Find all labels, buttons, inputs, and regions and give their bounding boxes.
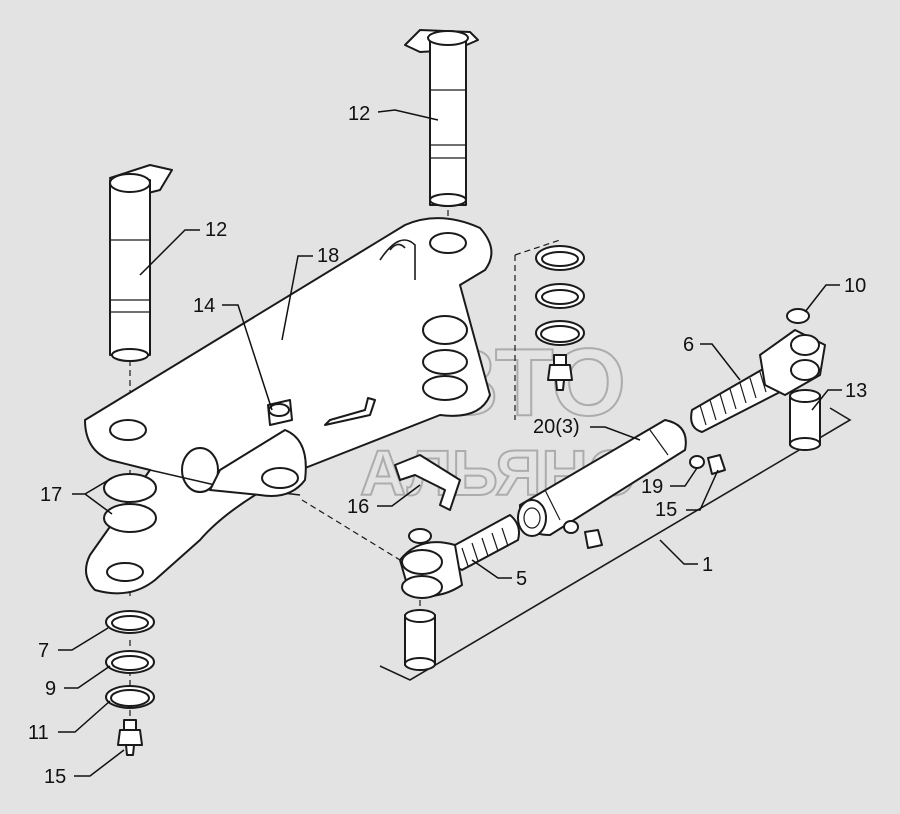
callout-6: 6 <box>683 334 694 356</box>
rod-end-6 <box>690 329 826 433</box>
callout-12-upper: 12 <box>348 103 370 125</box>
tube-20 <box>517 419 687 537</box>
assembly-boundary <box>379 407 852 681</box>
callout-19: 19 <box>641 476 663 498</box>
callout-13: 13 <box>845 380 867 402</box>
nuts-19-15 <box>563 454 726 549</box>
pin-lower-5 <box>404 609 436 671</box>
callout-20: 20(3) <box>533 416 580 438</box>
lower-stack <box>105 610 155 756</box>
callout-labels: 12 12 18 14 17 16 7 9 11 15 5 1 20(3) 19… <box>28 103 867 788</box>
callout-9: 9 <box>45 678 56 700</box>
upper-right-stack <box>535 245 585 391</box>
callout-15-right: 15 <box>655 499 677 521</box>
pin-13 <box>789 389 821 451</box>
callout-14: 14 <box>193 295 215 317</box>
pin-12-upper <box>404 29 479 207</box>
rod-end-5 <box>399 514 520 599</box>
clip-16 <box>324 397 461 511</box>
bracket-14 <box>209 399 307 497</box>
washer-10 <box>786 308 810 324</box>
callout-15-lower: 15 <box>44 766 66 788</box>
callout-16: 16 <box>347 496 369 518</box>
washers-17 <box>103 473 157 533</box>
callout-11: 11 <box>28 722 49 744</box>
callout-18: 18 <box>317 245 339 267</box>
pin-12-left <box>109 164 173 362</box>
callout-1: 1 <box>702 554 713 576</box>
leader-lines <box>58 109 842 777</box>
callout-10: 10 <box>844 275 866 297</box>
callout-7: 7 <box>38 640 49 662</box>
callout-5: 5 <box>516 568 527 590</box>
callout-17: 17 <box>40 484 62 506</box>
callout-12-left: 12 <box>205 219 227 241</box>
